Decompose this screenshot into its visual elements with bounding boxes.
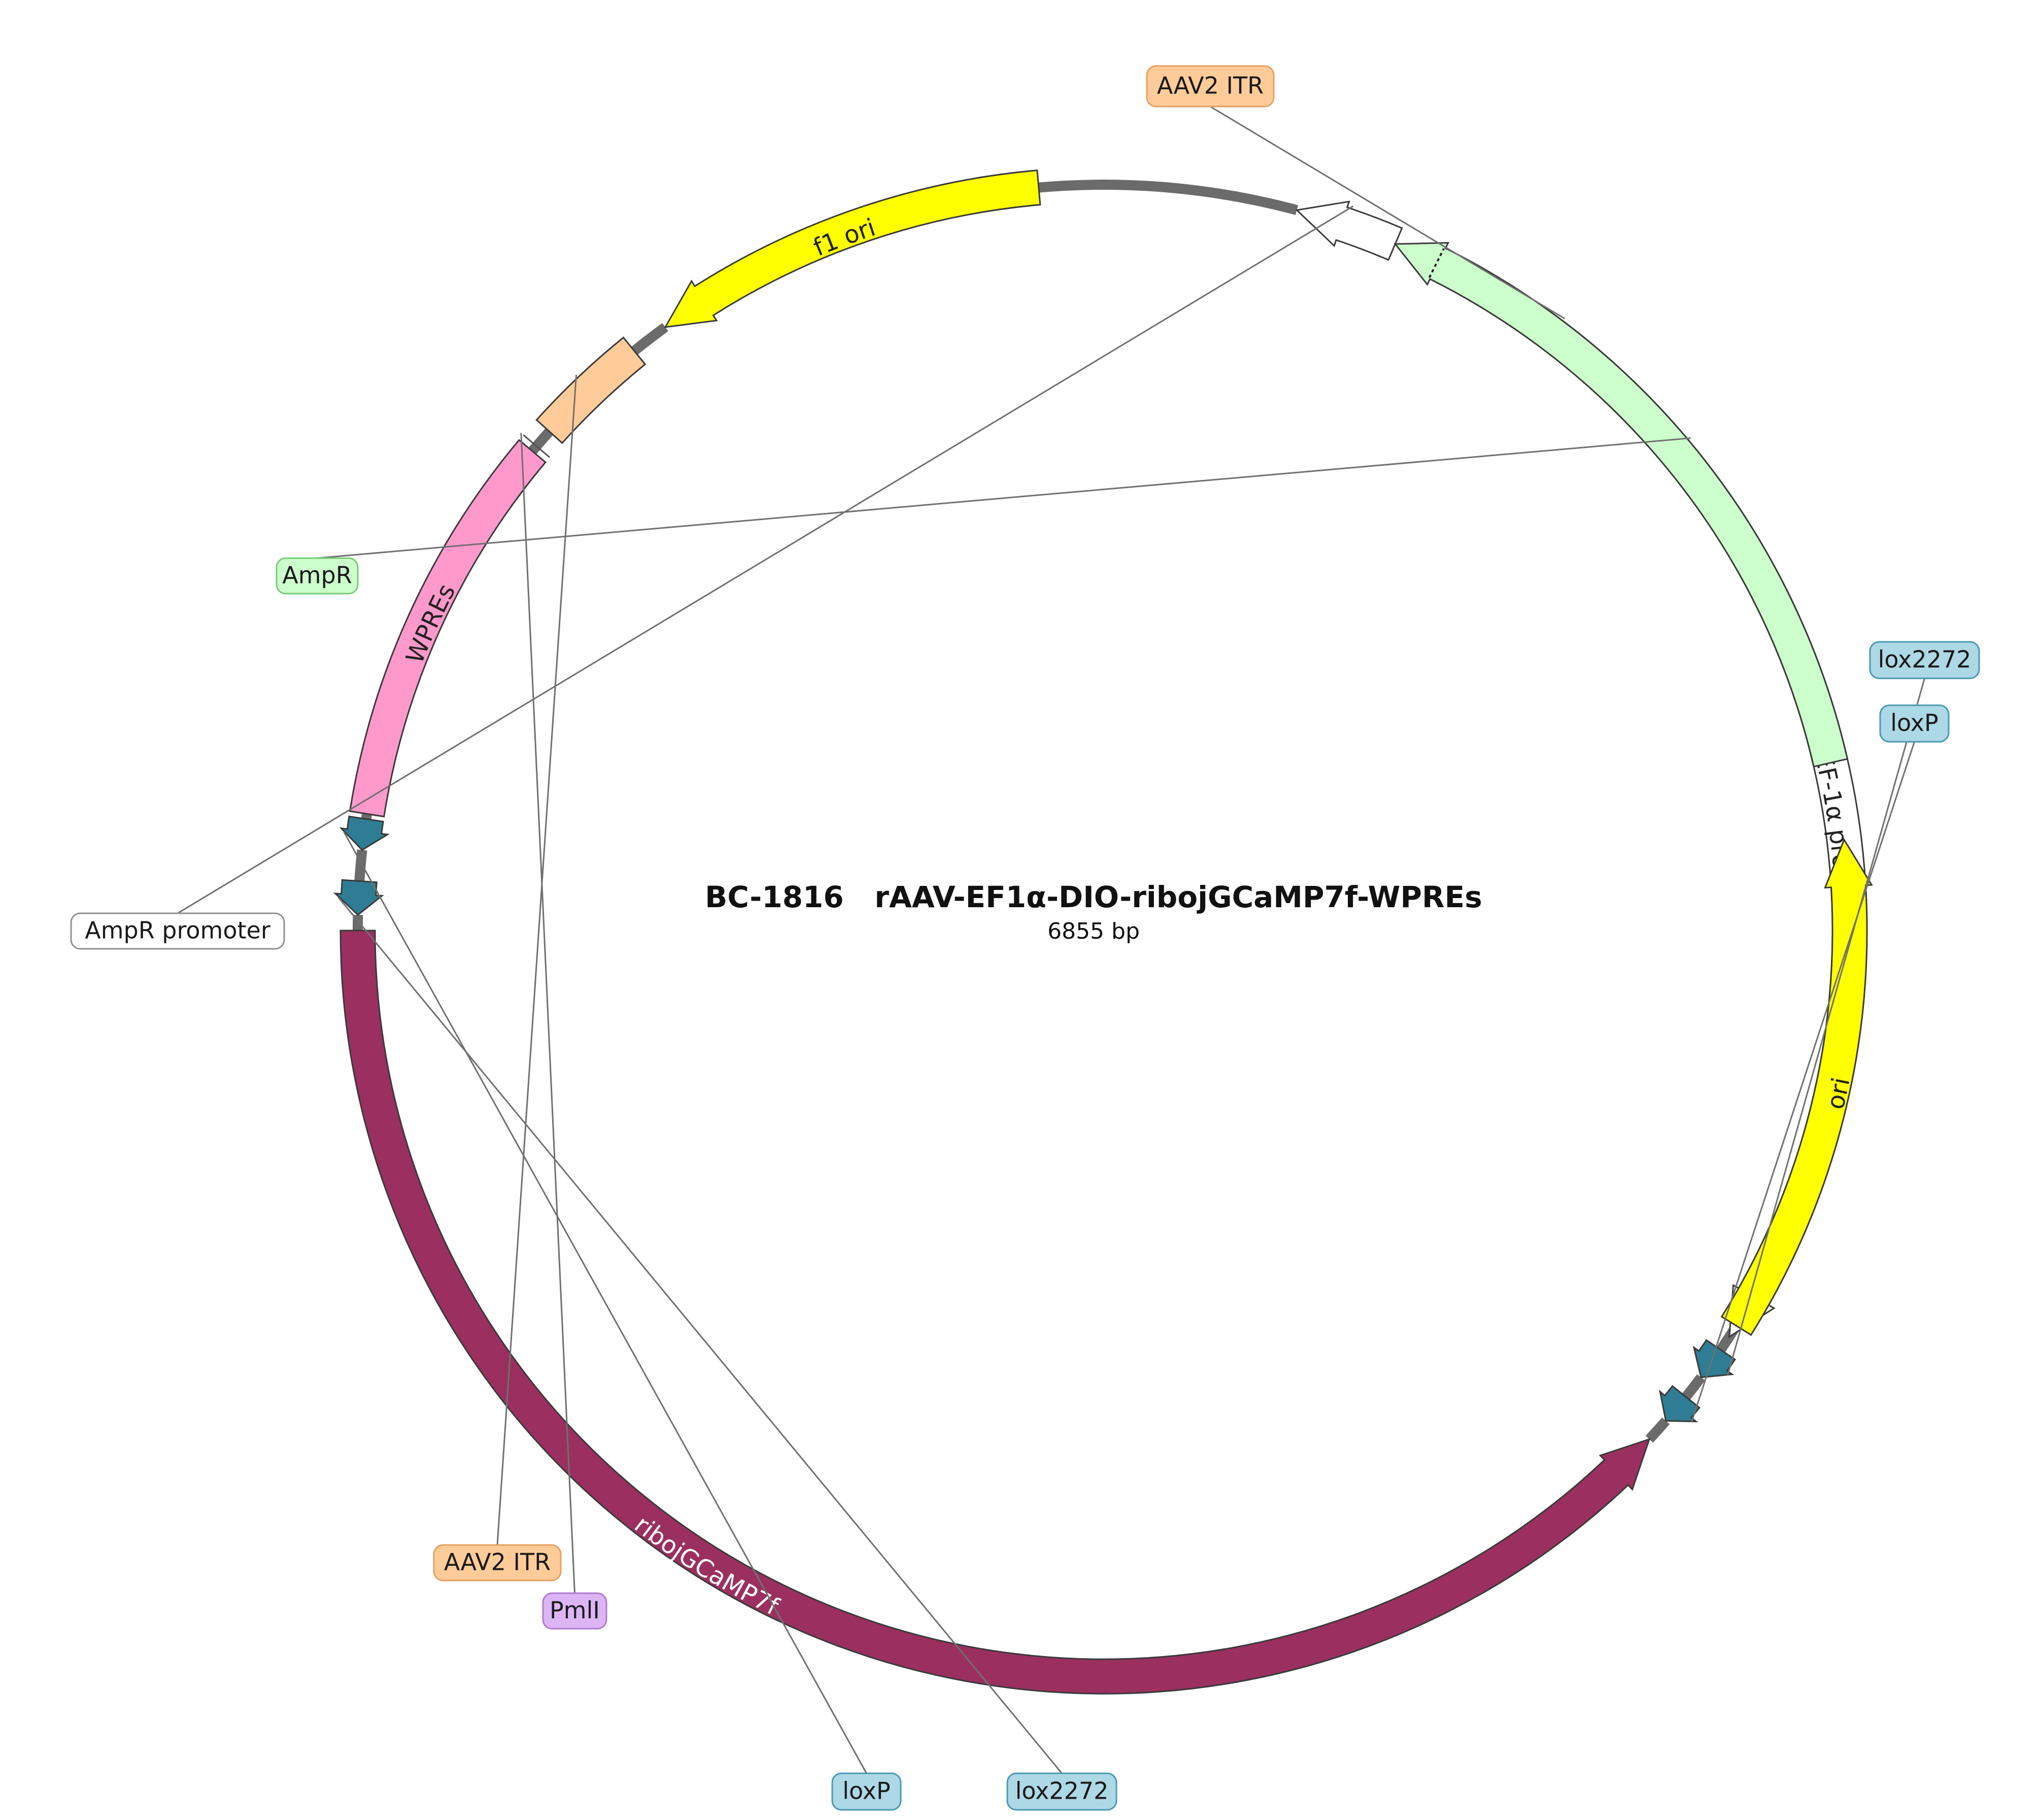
feature-loxp-right[interactable] <box>1659 1385 1701 1423</box>
plasmid-title: BC-1816 rAAV-EF1α-DIO-ribojGCaMP7f-WPREs <box>705 880 1482 914</box>
backbone-segment <box>528 428 554 455</box>
plasmid-size: 6855 bp <box>1047 918 1140 944</box>
feature-pmli-site[interactable] <box>523 434 551 458</box>
f1-ori-shape <box>664 169 1041 328</box>
aav2-itr-bottom-callout-label: AAV2 ITR <box>444 1549 551 1576</box>
ampr-callout-label: AmpR <box>282 562 352 589</box>
loxp-bottom-callout-box[interactable] <box>831 1772 902 1811</box>
feature-f1-ori[interactable]: f1 ori <box>534 169 1226 461</box>
pmli-site-callout-box[interactable] <box>542 1592 607 1630</box>
ampr-promoter-leader-line <box>177 205 1354 914</box>
loxp-right-shape <box>1659 1385 1701 1423</box>
pmli-site-leader-line <box>520 433 575 1594</box>
ampr-callout-box[interactable] <box>276 557 359 595</box>
ori-shape <box>1720 838 1873 1336</box>
callout-layer: AAV2 ITR lox2272 loxP lox2272 loxP PmlI AAV2 I… <box>70 65 1980 1811</box>
feature-ampr[interactable] <box>1393 242 1849 768</box>
aav2-itr-bottom-callout-box[interactable] <box>433 1544 562 1582</box>
ampr-promoter-callout-box[interactable] <box>70 912 285 950</box>
loxp-right-callout-box[interactable] <box>1879 704 1950 743</box>
lox2272-bottom-callout-box[interactable] <box>1006 1772 1117 1811</box>
ampr-shape <box>1393 242 1849 768</box>
loxp-right-leader-line <box>1690 741 1915 1423</box>
backbone-segment <box>1682 1374 1706 1400</box>
lox2272-bottom-leader-line <box>337 897 1063 1774</box>
feature-lox2272-bottom[interactable] <box>333 879 384 916</box>
backbone-segment <box>1645 1417 1670 1443</box>
ampr-promoter-callout-label: AmpR promoter <box>85 917 270 944</box>
loxp-right-callout-label: loxP <box>1890 709 1938 737</box>
loxp-bottom-leader-line <box>343 831 867 1774</box>
feature-wpres[interactable]: WPREs <box>349 329 675 1002</box>
wpres-shape <box>349 439 547 818</box>
feature-loxp-bottom[interactable] <box>339 815 390 851</box>
backbone-segment <box>631 323 668 355</box>
loxp-bottom-callout-label: loxP <box>842 1777 890 1805</box>
loxp-bottom-shape <box>339 815 390 851</box>
pmli-site-callout-label: PmlI <box>550 1597 600 1624</box>
ampr-signal-marker <box>1428 248 1445 278</box>
lox2272-right-callout-label: lox2272 <box>1878 646 1971 673</box>
aav2-itr-bottom-shape <box>535 336 647 444</box>
ori-label: ori <box>1821 1075 1856 1112</box>
lox2272-bottom-callout-label: lox2272 <box>1015 1777 1109 1805</box>
backbone <box>352 180 1741 1443</box>
aav2-itr-top-leader-line <box>1210 106 1566 320</box>
ribojgcamp7f-label: ribojGCaMP7f <box>629 1510 784 1622</box>
pmli-site-tick <box>523 434 551 458</box>
aav2-itr-bottom-leader-line <box>496 374 577 1546</box>
aav2-itr-top-callout-box[interactable] <box>1146 65 1275 108</box>
feature-aav2-itr-bottom[interactable] <box>535 336 647 444</box>
lox2272-bottom-shape <box>333 879 384 916</box>
lox2272-right-callout-box[interactable] <box>1869 641 1980 679</box>
feature-ori[interactable]: ori <box>1660 704 1873 1440</box>
ampr-leader-line <box>317 437 1691 559</box>
aav2-itr-top-callout-label: AAV2 ITR <box>1157 72 1264 99</box>
lox2272-right-leader-line <box>1726 678 1925 1376</box>
backbone-segment <box>1038 180 1299 215</box>
ribojgcamp7f-shape <box>339 930 1651 1695</box>
